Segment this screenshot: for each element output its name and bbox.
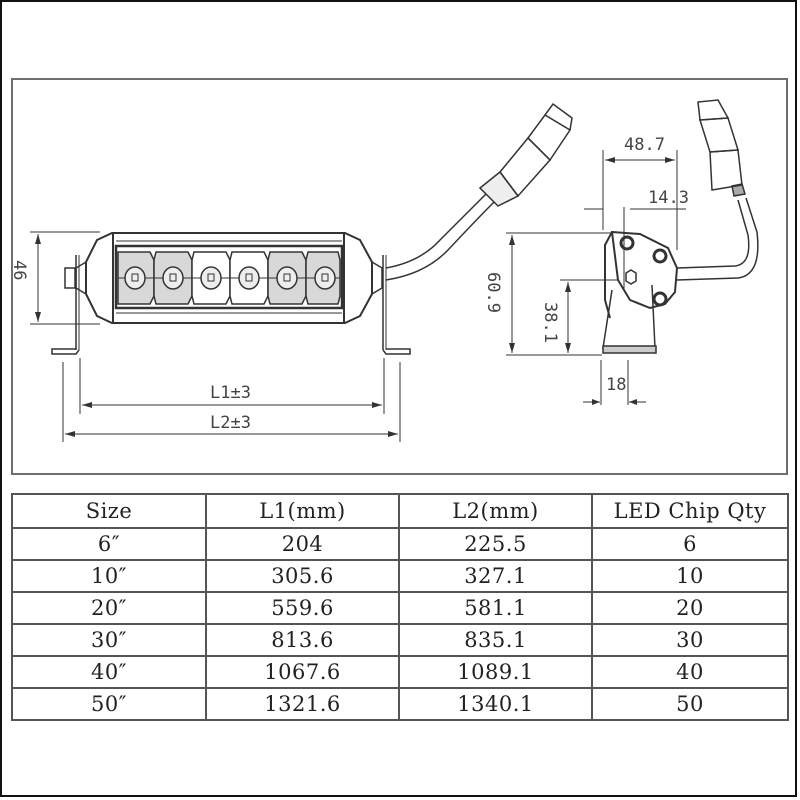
cell-size: 30″ (11, 623, 207, 657)
header-l1: L1(mm) (205, 493, 400, 529)
base-dim-label: 18 (606, 375, 626, 395)
cell-l2: 581.1 (398, 591, 593, 625)
cell-l2: 327.1 (398, 559, 593, 593)
table-row: 40″ 1067.6 1089.1 40 (11, 655, 789, 689)
led-array (117, 251, 341, 305)
cell-led-qty: 50 (591, 687, 789, 721)
cell-l1: 305.6 (205, 559, 400, 593)
table-row: 10″ 305.6 327.1 10 (11, 559, 789, 593)
cell-size: 20″ (11, 591, 207, 625)
pivot-dim-label: 38.1 (540, 302, 560, 343)
cell-l2: 1340.1 (398, 687, 593, 721)
cell-size: 6″ (11, 527, 207, 561)
side-view: 48.7 14.3 60.9 38.1 18 (483, 99, 759, 405)
width-dim-label: 48.7 (624, 135, 665, 155)
cell-led-qty: 6 (591, 527, 789, 561)
height-side-dim-label: 60.9 (483, 272, 503, 313)
cell-led-qty: 20 (591, 591, 789, 625)
cell-l2: 835.1 (398, 623, 593, 657)
cell-l1: 1067.6 (205, 655, 400, 689)
header-led-qty: LED Chip Qty (591, 493, 789, 529)
technical-drawing: 46 (9, 78, 788, 475)
spec-table: Size L1(mm) L2(mm) LED Chip Qty 6″ 204 2… (11, 493, 789, 721)
header-size: Size (11, 493, 207, 529)
table-row: 30″ 813.6 835.1 30 (11, 623, 789, 657)
header-l2: L2(mm) (398, 493, 593, 529)
l1-dim-label: L1±3 (210, 383, 251, 403)
cell-led-qty: 40 (591, 655, 789, 689)
offset-dim-label: 14.3 (648, 188, 689, 208)
cell-size: 10″ (11, 559, 207, 593)
front-view: 46 (9, 102, 573, 442)
table-row: 6″ 204 225.5 6 (11, 527, 789, 561)
cell-size: 40″ (11, 655, 207, 689)
cell-led-qty: 30 (591, 623, 789, 657)
table-row: 20″ 559.6 581.1 20 (11, 591, 789, 625)
cell-l1: 1321.6 (205, 687, 400, 721)
table-row: 50″ 1321.6 1340.1 50 (11, 687, 789, 721)
l2-dim-label: L2±3 (210, 413, 251, 433)
cell-l2: 1089.1 (398, 655, 593, 689)
cell-l1: 813.6 (205, 623, 400, 657)
table-header-row: Size L1(mm) L2(mm) LED Chip Qty (11, 493, 789, 529)
cell-l2: 225.5 (398, 527, 593, 561)
height-dim-label: 46 (9, 260, 29, 280)
cell-size: 50″ (11, 687, 207, 721)
cell-l1: 559.6 (205, 591, 400, 625)
cell-led-qty: 10 (591, 559, 789, 593)
cell-l1: 204 (205, 527, 400, 561)
